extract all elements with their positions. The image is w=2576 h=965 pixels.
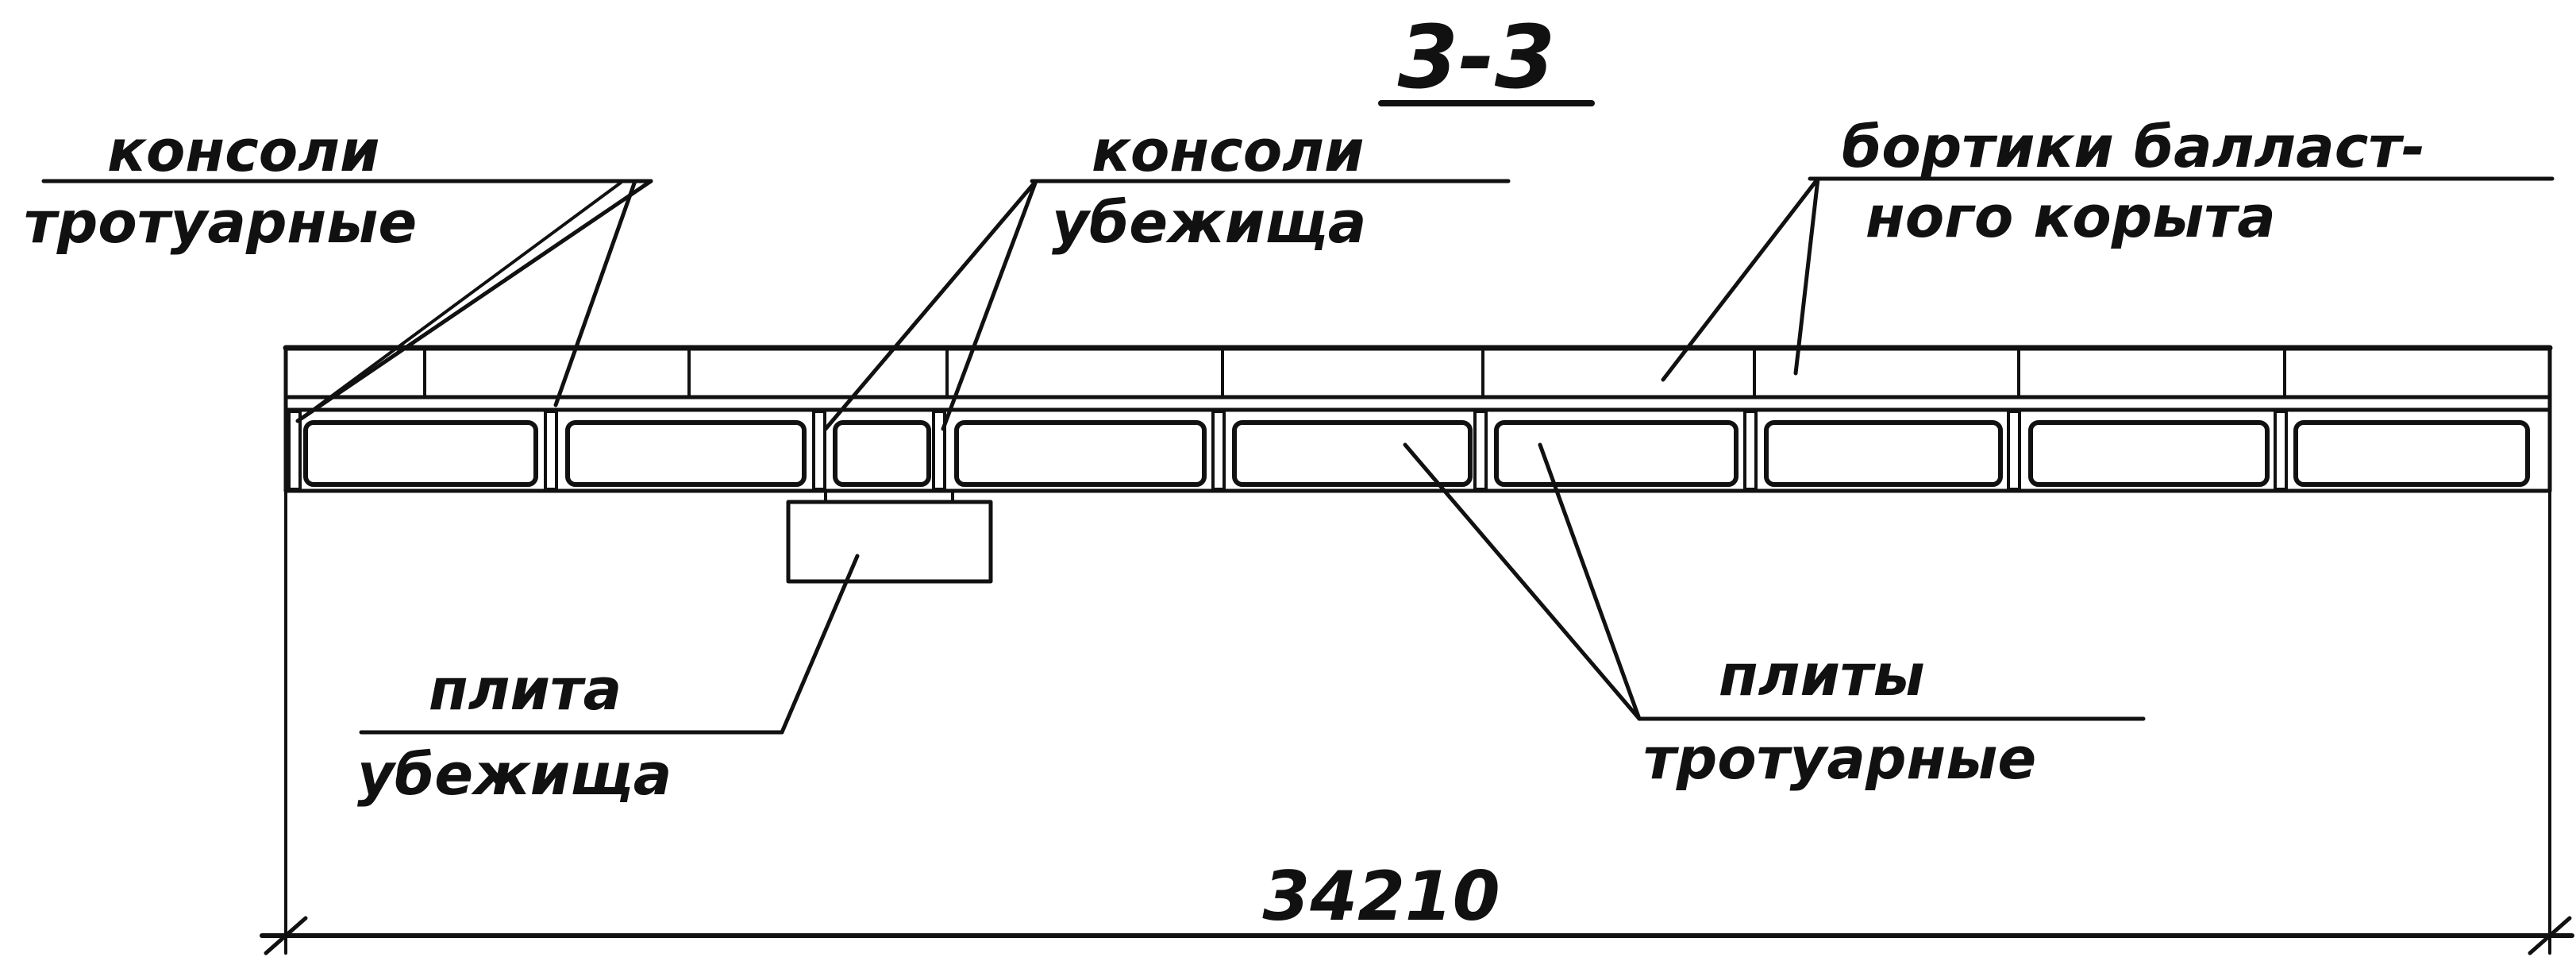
svg-text:плита: плита	[429, 656, 622, 723]
shelter-slab	[786, 500, 993, 584]
svg-text:бортики балласт-: бортики балласт-	[1842, 114, 2425, 180]
label-ballast-trough-curbs: бортики балласт- ного корыта	[1661, 114, 2555, 382]
slab-band	[283, 395, 2552, 493]
console-posts	[287, 410, 2288, 491]
ballast-trough-curbs	[283, 345, 2553, 400]
svg-text:тротуарные: тротуарные	[24, 189, 417, 256]
dimension-line	[260, 916, 2574, 955]
svg-text:тротуарные: тротуарные	[1643, 725, 2036, 792]
label-sidewalk-consoles: консоли тротуарные	[24, 118, 653, 423]
sidewalk-slabs	[303, 420, 2530, 487]
svg-text:убежища: убежища	[1052, 189, 1366, 256]
svg-text:консоли: консоли	[1092, 118, 1364, 184]
svg-text:консоли: консоли	[107, 118, 379, 184]
section-title: 3-3	[1398, 6, 1556, 108]
svg-text:убежища: убежища	[357, 741, 672, 808]
label-sidewalk-slabs: плиты тротуарные	[1403, 442, 2146, 792]
dimension-value: 34210	[1262, 857, 1500, 936]
svg-text:ного корыта: ного корыта	[1866, 183, 2276, 250]
svg-text:плиты: плиты	[1719, 642, 1925, 708]
label-shelter-consoles: консоли убежища	[823, 118, 1511, 431]
label-shelter-slab: плита убежища	[357, 554, 860, 808]
